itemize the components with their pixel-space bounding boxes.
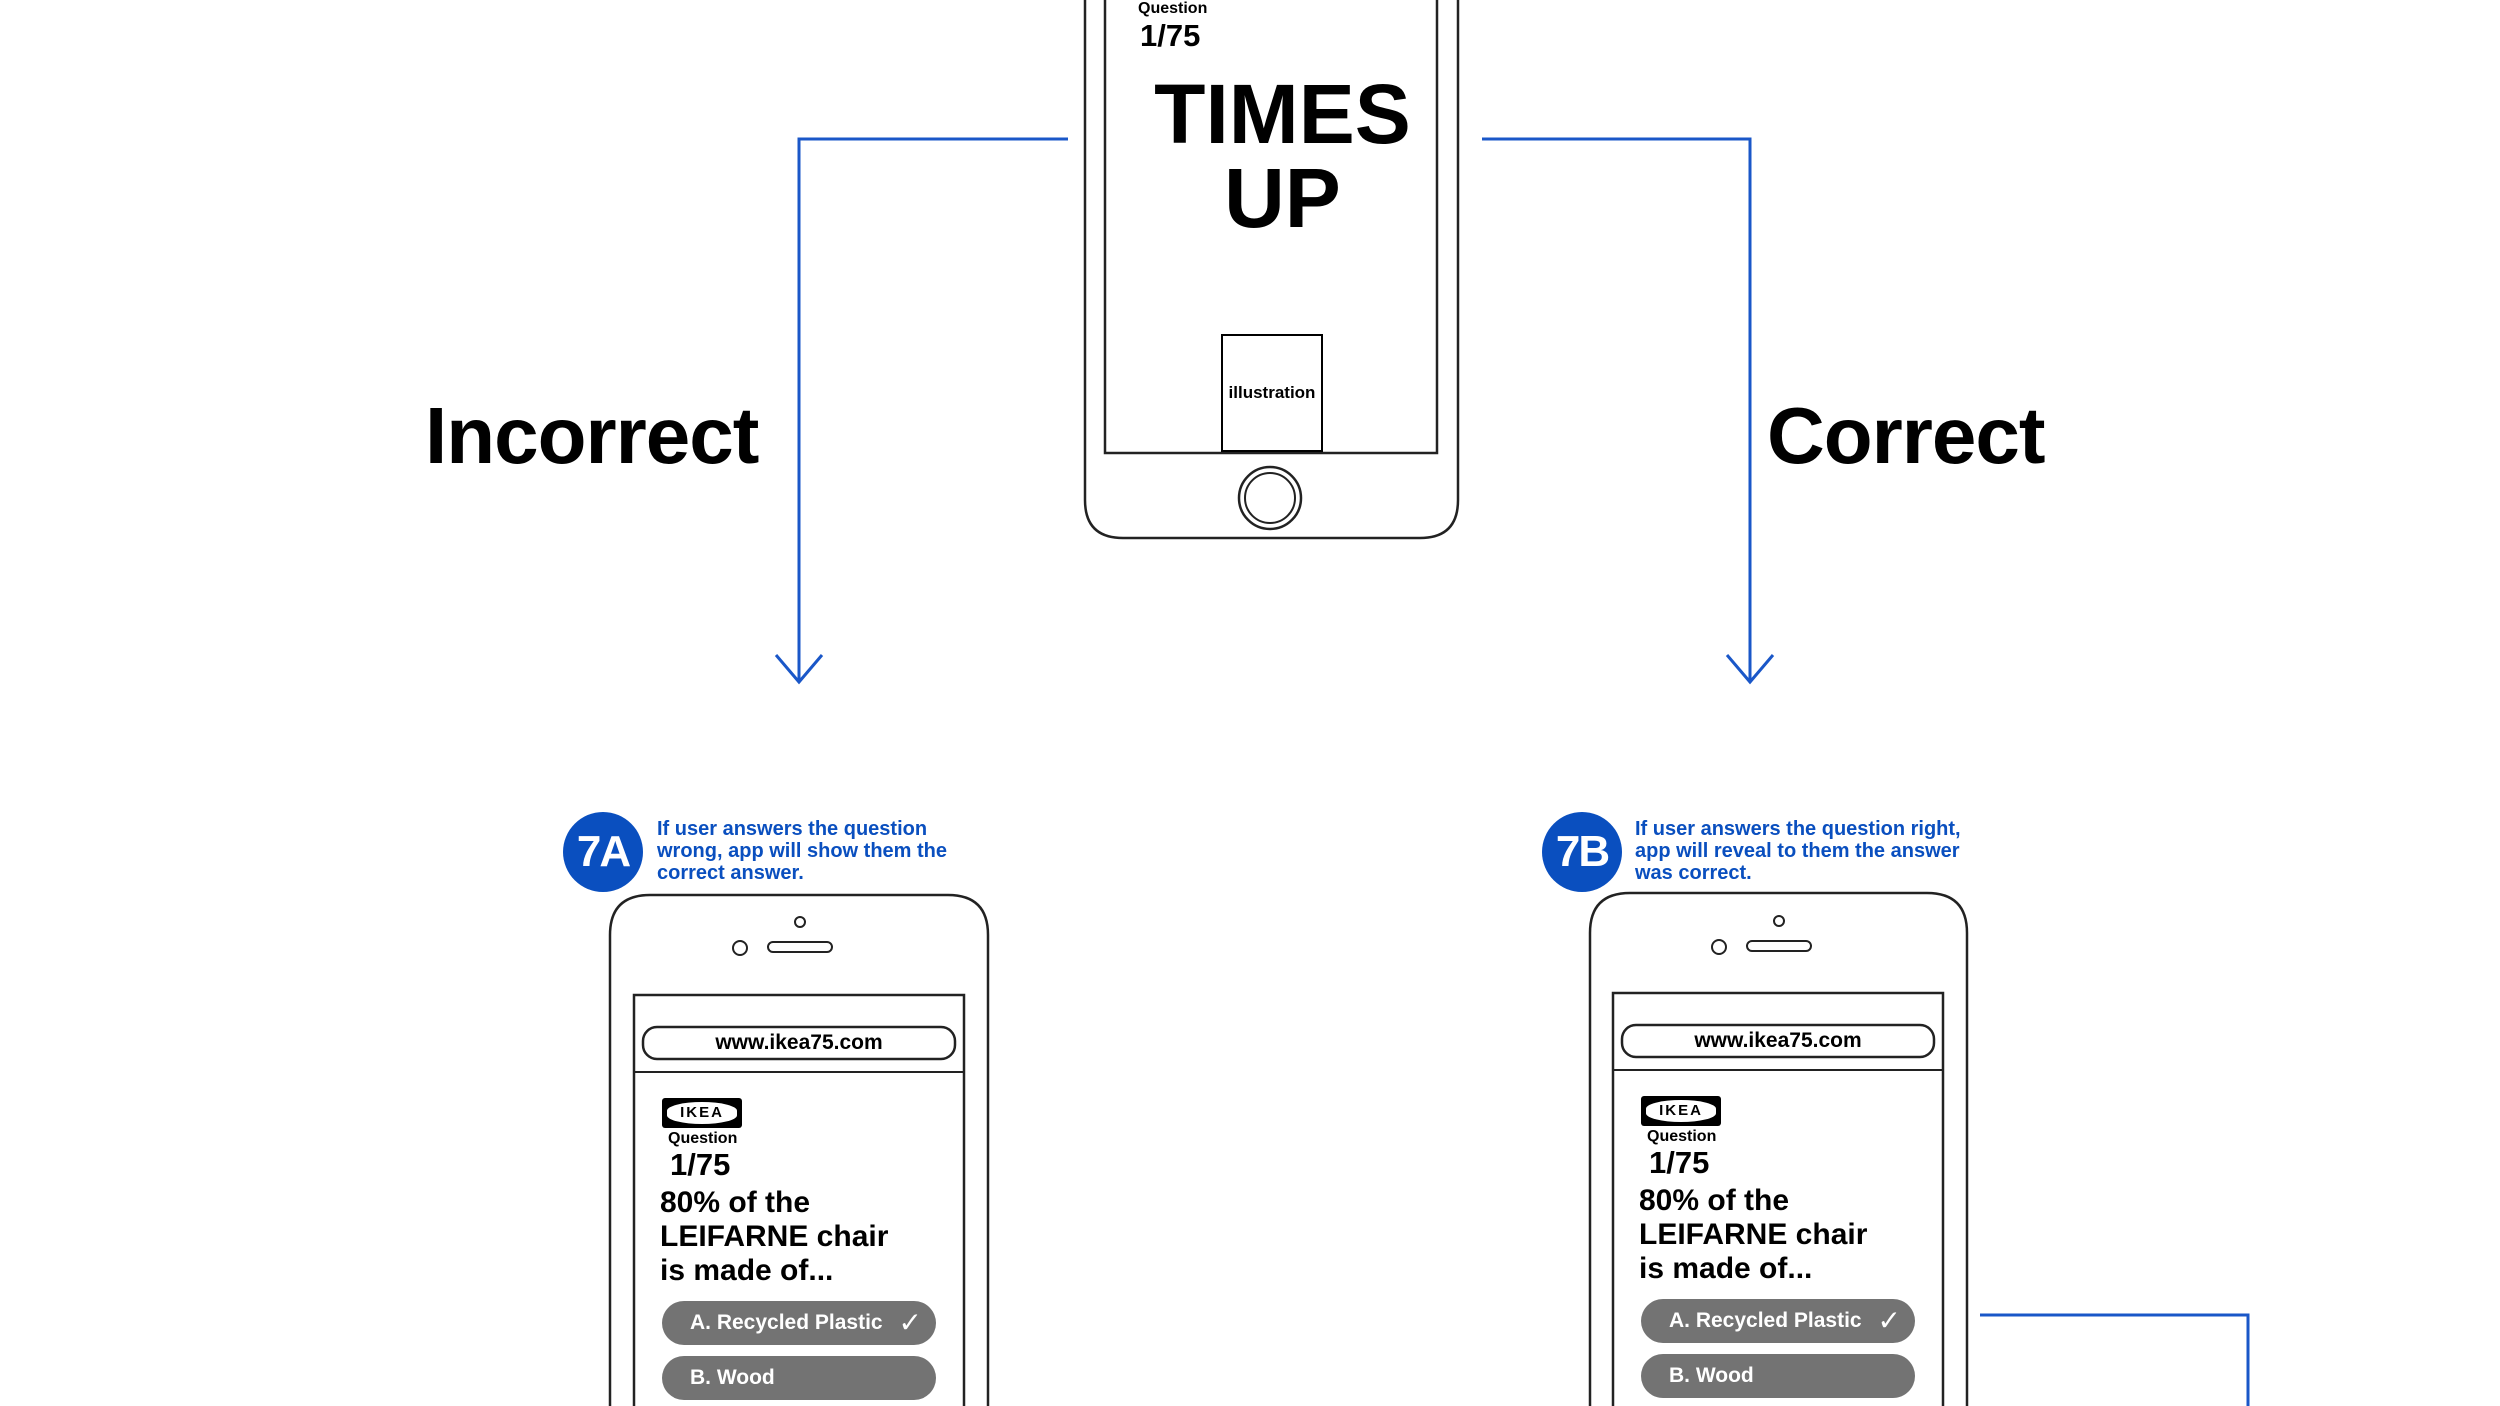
headline-up: UP [1224,151,1341,245]
connector-correct [1482,137,1752,682]
top-phone-body [1083,0,1460,540]
connector-incorrect [797,137,1068,682]
phone-7b-body [1588,891,1969,1406]
correct-label: Correct [1767,391,2046,480]
option-b-7a[interactable]: B. Wood [662,1356,936,1400]
incorrect-label: Incorrect [425,391,759,480]
top-phone-screen [1103,0,1439,455]
phone-7a-body [608,893,990,1406]
url-7a[interactable]: www.ikea75.com [715,1031,883,1054]
phone-7a-screen [632,993,966,1406]
headline-times: TIMES [1154,67,1411,161]
question-text-7a: 80% of the LEIFARNE chair is made of... [660,1186,889,1287]
top-phone-home-button [1237,465,1303,531]
top-question-label: Question [1138,0,1208,17]
arrowhead-correct [1725,654,1775,685]
badge-7a: 7A [563,812,643,892]
illustration-label: illustration [1228,383,1316,402]
phone-7b-screen [1611,991,1945,1406]
question-number-7b: 1/75 [1649,1145,1710,1180]
illustration-placeholder: illustration [1221,334,1323,452]
question-label-7b: Question [1647,1128,1717,1145]
check-icon: ✓ [1877,1305,1901,1336]
phone-7a-urlbar [641,1025,957,1061]
question-text-7b: 80% of the LEIFARNE chair is made of... [1639,1184,1868,1285]
option-b-7b[interactable]: B. Wood [1641,1354,1915,1398]
top-question-number: 1/75 [1140,18,1201,53]
phone-7b-urlbar [1620,1023,1936,1059]
option-b-label-7a: B. Wood [690,1366,775,1389]
ikea-logo-7b: IKEA [1641,1096,1721,1126]
option-a-7b[interactable]: A. Recycled Plastic ✓ [1641,1299,1915,1343]
url-7b[interactable]: www.ikea75.com [1694,1029,1862,1052]
question-label-7a: Question [668,1130,738,1147]
connector-7b-exit [1980,1313,2250,1406]
note-7b: If user answers the question right, app … [1635,818,1961,884]
option-b-label-7b: B. Wood [1669,1364,1754,1387]
question-number-7a: 1/75 [670,1147,731,1182]
badge-7b: 7B [1542,812,1622,892]
arrowhead-incorrect [774,654,824,685]
option-a-7a[interactable]: A. Recycled Plastic ✓ [662,1301,936,1345]
note-7a: If user answers the question wrong, app … [657,818,948,884]
ikea-logo-7a: IKEA [662,1098,742,1128]
check-icon: ✓ [898,1307,922,1338]
option-a-label-7a: A. Recycled Plastic [690,1311,883,1334]
option-a-label-7b: A. Recycled Plastic [1669,1309,1862,1332]
